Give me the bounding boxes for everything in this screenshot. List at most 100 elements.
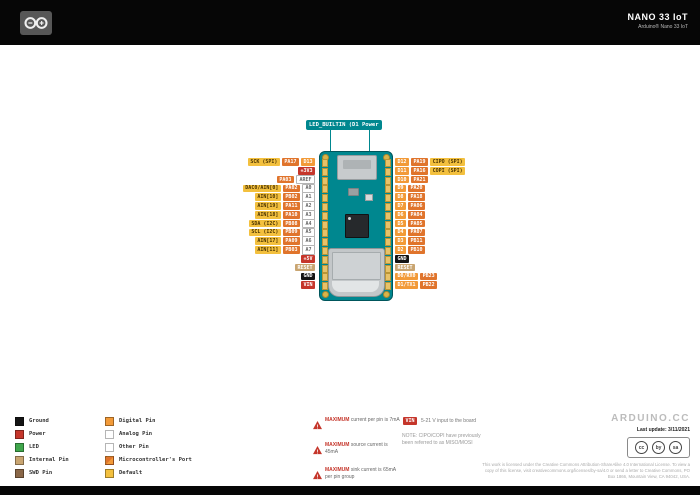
solder-pad <box>385 264 391 273</box>
legend-swatch-led <box>15 442 24 452</box>
solder-pad <box>322 220 328 229</box>
pin-badge-copi-spi-: COPI (SPI) <box>430 167 466 175</box>
mounting-hole <box>383 291 390 298</box>
pin-badge-d11: D11 <box>395 167 410 175</box>
legend-label: SWD Pin <box>29 470 53 476</box>
warning-triangle-icon: ! <box>313 442 322 460</box>
legend-item: LED <box>15 442 69 452</box>
arduino-logo <box>20 11 52 35</box>
warning-text: MAXIMUM sink current is 65mA per pin gro… <box>325 467 396 480</box>
solder-pad <box>385 229 391 238</box>
solder-pad <box>322 255 328 264</box>
solder-pad <box>322 159 328 167</box>
solder-pad <box>322 282 328 291</box>
solder-pad <box>385 238 391 247</box>
legend-label: Ground <box>29 418 49 424</box>
solder-pad <box>385 185 391 194</box>
pin-badge-d1-tx1: D1/TX1 <box>395 281 419 289</box>
pin-badge-pa17: PA17 <box>281 158 299 166</box>
current-warnings: !MAXIMUM current per pin is 7mA!MAXIMUM … <box>313 417 401 492</box>
solder-pad <box>322 273 328 282</box>
legend-swatch-ground <box>15 416 24 426</box>
pin-badge-a7: A7 <box>301 245 315 255</box>
pin-badge-d8: D8 <box>395 193 407 201</box>
svg-text:!: ! <box>317 425 319 430</box>
mounting-hole <box>322 291 329 298</box>
usb-connector <box>337 155 377 180</box>
mcu-pin1-dot <box>348 217 351 220</box>
solder-pad <box>322 203 328 211</box>
pin-badge-ain-10-: AIN[10] <box>254 193 281 201</box>
module-rf-shield <box>332 252 381 280</box>
solder-pad <box>322 167 328 176</box>
legend-swatch-internal <box>15 455 24 465</box>
pin-row: GND <box>130 272 316 281</box>
pin-badge-pa11: PA11 <box>282 202 300 210</box>
pin-badge-a4: A4 <box>301 218 315 229</box>
pin-row: VIN <box>130 281 316 289</box>
solder-pad <box>385 203 391 211</box>
pin-badge-pa05: PA05 <box>408 219 426 228</box>
legend-swatch-default <box>105 468 114 478</box>
legend-swatch-power <box>15 429 24 439</box>
license-fine-print: This work is licensed under the Creative… <box>482 462 690 480</box>
module-antenna <box>332 281 379 292</box>
solder-pad <box>322 229 328 238</box>
cipo-copi-note: NOTE: CIPO/COPI have previously been ref… <box>402 432 481 446</box>
solder-pad <box>385 255 391 264</box>
pin-badge-pa19: PA19 <box>411 158 429 166</box>
nina-wifi-module <box>328 248 385 297</box>
pin-badge-d5: D5 <box>395 219 407 228</box>
pin-badge-sck-spi-: SCK (SPI) <box>247 158 280 166</box>
pin-badge-pa06: PA06 <box>408 202 426 210</box>
solder-pad <box>322 211 328 220</box>
solder-pad <box>385 211 391 220</box>
pin-badge-pa16: PA16 <box>411 167 429 175</box>
led-callout-line <box>330 130 331 153</box>
pin-badge-pb10: PB10 <box>408 246 426 254</box>
last-update-text: Last update: 3/11/2021 <box>636 427 690 433</box>
pin-badge-+3v3: +3V3 <box>297 167 315 175</box>
pin-row: +5V <box>130 255 316 263</box>
solder-pad <box>385 176 391 185</box>
solder-pad <box>385 220 391 229</box>
pin-badge-pb02: PB02 <box>282 193 300 201</box>
pin-badge-scl-i2c-: SCL (I2C) <box>248 228 281 237</box>
legend-item: Digital Pin <box>105 416 192 426</box>
pin-row: GND <box>394 255 580 263</box>
power-callout-line <box>369 130 370 152</box>
pin-badge-reset: RESET <box>395 263 416 272</box>
solder-pad <box>385 167 391 176</box>
legend-item: SWD Pin <box>15 468 69 478</box>
legend-label: Analog Pin <box>119 431 153 437</box>
pin-badge-d6: D6 <box>395 211 407 219</box>
warning-item: !MAXIMUM current per pin is 7mA <box>313 417 401 435</box>
legend-item: Microcontroller's Port <box>105 455 192 465</box>
pin-badge-pa10: PA10 <box>282 211 300 219</box>
header-text: NANO 33 IoT Arduino® Nano 33 IoT <box>627 12 688 30</box>
solder-pad <box>322 176 328 185</box>
solder-pad <box>385 273 391 282</box>
pin-badge-gnd: GND <box>300 272 315 281</box>
crystal-oscillator <box>348 188 359 196</box>
pin-badge-pa09: PA09 <box>282 237 300 245</box>
legend-item: Analog Pin <box>105 429 192 439</box>
vin-note-block: VIN 5-21 V input to the board NOTE: CIPO… <box>402 417 488 447</box>
warning-item: !MAXIMUM sink current is 65mA per pin gr… <box>313 467 401 485</box>
product-subtitle: Arduino® Nano 33 IoT <box>638 24 688 30</box>
solder-pad <box>322 185 328 194</box>
pin-badge-sda-i2c-: SDA (I2C) <box>248 219 281 228</box>
legend-label: Digital Pin <box>119 418 156 424</box>
